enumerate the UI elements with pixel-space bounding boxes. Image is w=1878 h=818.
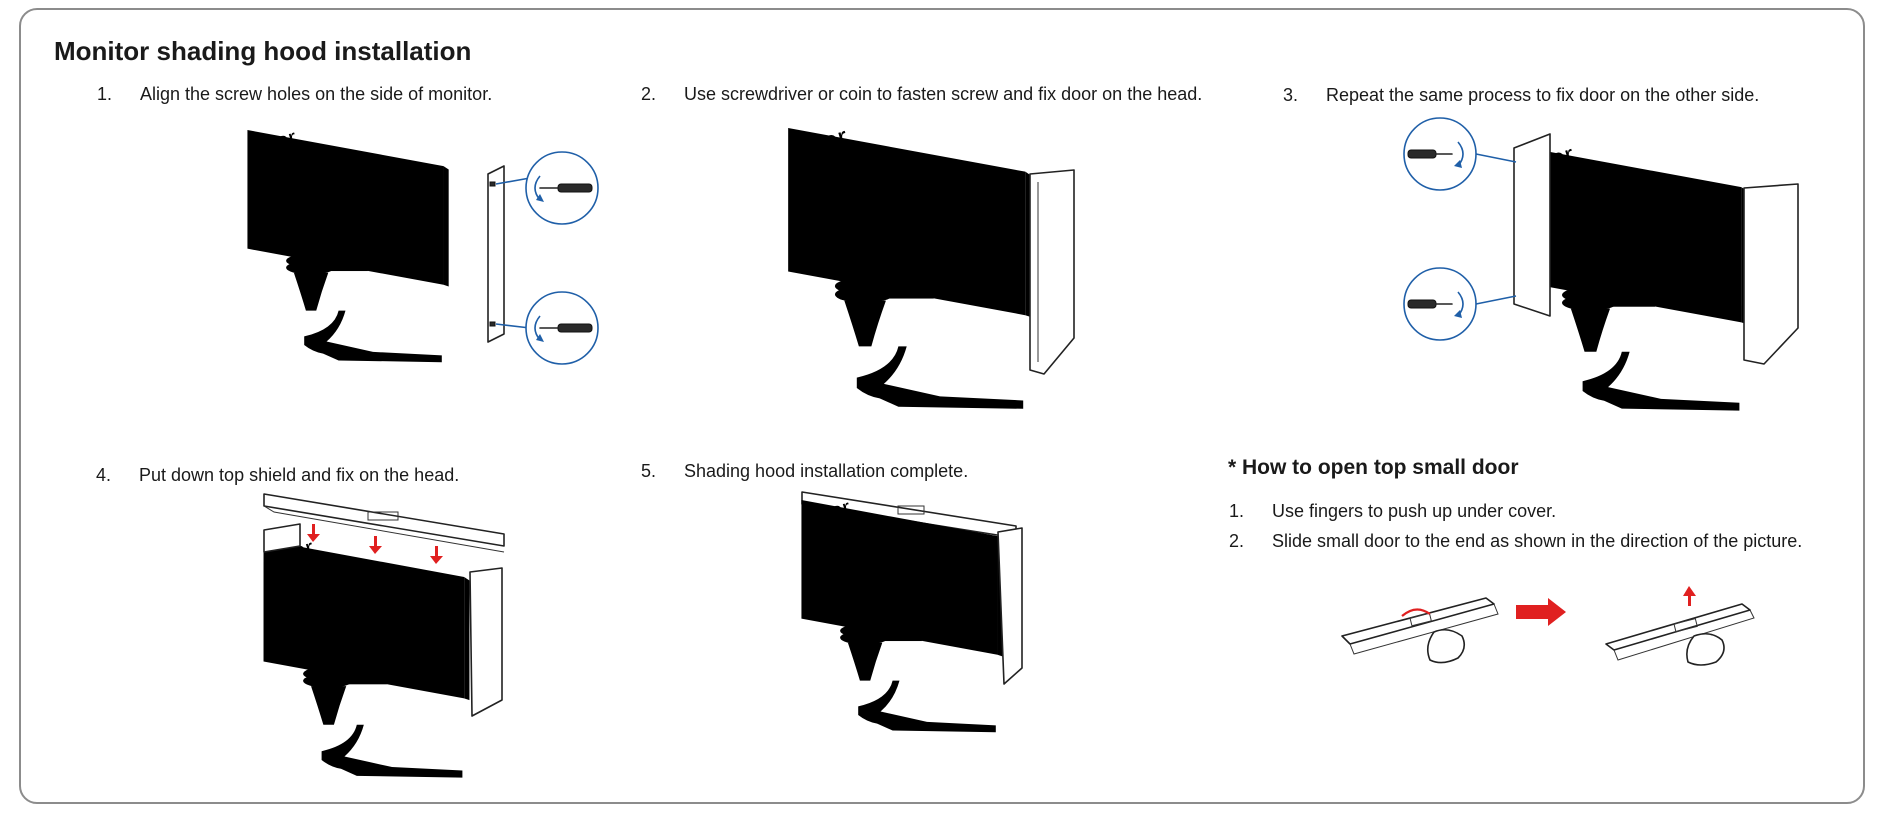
- page-frame: [19, 8, 1865, 804]
- step-1-text: Align the screw holes on the side of mon…: [140, 84, 493, 104]
- step-5: 5. Shading hood installation complete.: [641, 461, 968, 482]
- door-step-1-text: Use fingers to push up under cover.: [1272, 501, 1557, 521]
- step-3-illustration: [1403, 117, 1799, 411]
- step-5-illustration: [801, 491, 1023, 733]
- screw-callout-top: [525, 151, 599, 225]
- page-title: Monitor shading hood installation: [54, 36, 472, 66]
- step-2: 2. Use screwdriver or coin to fasten scre…: [641, 84, 1202, 105]
- step-5-number: 5.: [641, 461, 657, 481]
- monitor-rear-illustration: [1517, 140, 1748, 411]
- door-closed-illustration: [1341, 597, 1499, 664]
- door-step-2-text: Slide small door to the end as shown in …: [1272, 531, 1803, 551]
- monitor-rear-illustration: [247, 124, 449, 363]
- rotation-arrow-icon: [1401, 608, 1431, 617]
- door-step-2-number: 2.: [1229, 531, 1245, 551]
- hand-icon: [1686, 632, 1725, 666]
- step-5-text: Shading hood installation complete.: [684, 461, 969, 481]
- right-door-panel: [1743, 183, 1799, 365]
- down-arrow-icon: [307, 524, 320, 542]
- monitor-rear-illustration: [788, 121, 1032, 409]
- screwdriver-icon: [539, 323, 593, 333]
- hand-icon: [1426, 628, 1466, 664]
- step-2-number: 2.: [641, 84, 657, 104]
- screw-callout-top: [1403, 117, 1477, 191]
- monitor-rear-illustration: [263, 533, 470, 778]
- step-4: 4. Put down top shield and fix on the hea…: [96, 465, 459, 486]
- down-arrow-icon: [430, 546, 443, 564]
- step-1-number: 1.: [97, 84, 113, 104]
- step-4-text: Put down top shield and fix on the head.: [139, 465, 460, 485]
- side-door-panel: [1029, 169, 1075, 375]
- door-step-1-number: 1.: [1229, 501, 1245, 521]
- step-3-text: Repeat the same process to fix door on t…: [1326, 85, 1760, 105]
- screwdriver-icon: [539, 183, 593, 193]
- step-2-text: Use screwdriver or coin to fasten screw …: [684, 84, 1203, 104]
- step-1: 1. Align the screw holes on the side of m…: [97, 84, 492, 105]
- door-illustration: [1341, 586, 1755, 666]
- screwdriver-icon: [1407, 149, 1453, 159]
- down-arrow-icon: [369, 536, 382, 554]
- screwdriver-icon: [1407, 299, 1453, 309]
- step-3: 3. Repeat the same process to fix door on…: [1283, 85, 1759, 106]
- screw-callout-bottom: [525, 291, 599, 365]
- step-4-number: 4.: [96, 465, 112, 485]
- door-step-2: 2. Slide small door to the end as shown i…: [1229, 531, 1802, 552]
- step-3-number: 3.: [1283, 85, 1299, 105]
- up-arrow-icon: [1683, 586, 1696, 606]
- right-arrow-icon: [1516, 598, 1566, 626]
- screw-callout-bottom: [1403, 267, 1477, 341]
- step-4-illustration: [263, 493, 505, 778]
- door-section-title: * How to open top small door: [1228, 456, 1519, 479]
- side-door-panel: [487, 165, 505, 343]
- step-1-illustration: [247, 124, 599, 365]
- step-2-illustration: [788, 121, 1075, 409]
- left-door-panel: [1513, 133, 1551, 317]
- door-step-1: 1. Use fingers to push up under cover.: [1229, 501, 1556, 522]
- door-open-illustration: [1605, 586, 1755, 666]
